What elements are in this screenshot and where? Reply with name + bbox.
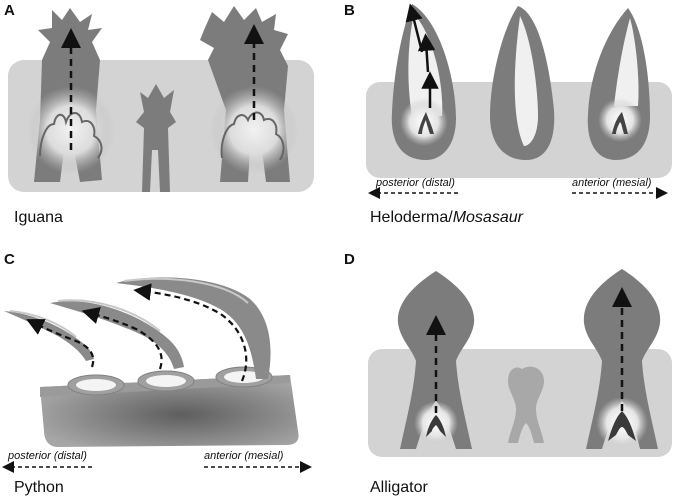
panel-d-alligator: D Alligator <box>340 251 680 502</box>
panel-letter: C <box>4 251 15 268</box>
panel-letter: D <box>344 251 355 268</box>
replacement-tooth <box>612 112 628 134</box>
species-label: Python <box>14 479 64 496</box>
replacement-arrow <box>417 33 436 73</box>
panel-letter: A <box>4 2 15 19</box>
pulp-cavity <box>514 16 538 146</box>
replacement-tooth <box>418 112 434 134</box>
recurved-tooth <box>50 301 184 369</box>
species-label: Heloderma/Mosasaur <box>370 209 523 226</box>
pulp-cavity <box>408 14 443 116</box>
replacement-tooth <box>608 411 636 441</box>
tooth-highlight <box>123 277 249 304</box>
tooth-highlight <box>57 299 161 332</box>
recurved-tooth <box>116 277 271 379</box>
replacement-arrow <box>81 306 163 370</box>
alligator-teeth-diagram <box>368 269 672 457</box>
python-teeth-diagram <box>2 277 312 473</box>
replacement-arrow <box>133 283 248 382</box>
resorption-pit <box>27 86 115 174</box>
species-label: Alligator <box>370 479 428 496</box>
posterior-direction-label: posterior (distal) <box>8 450 87 462</box>
panel-a-iguana: A Iguana <box>0 0 340 251</box>
replacement-tooth <box>220 111 285 161</box>
tooth-highlight <box>9 310 77 338</box>
anterior-direction-label: anterior (mesial) <box>204 450 284 462</box>
small-tooth <box>136 84 176 192</box>
heloderma-teeth-diagram <box>366 3 672 199</box>
recurved-tooth <box>4 311 94 361</box>
panel-letter: B <box>344 2 355 19</box>
tooth-socket-pulp <box>76 379 116 391</box>
iguana-teeth-diagram <box>8 6 314 192</box>
species-label: Iguana <box>14 209 63 226</box>
panel-b-heloderma: B <box>340 0 680 251</box>
posterior-direction-label: posterior (distal) <box>376 177 455 189</box>
replacement-tooth <box>39 112 103 159</box>
anterior-direction-label: anterior (mesial) <box>572 177 652 189</box>
pulp-cavity <box>614 18 639 106</box>
panel-c-python: C poste <box>0 251 340 502</box>
resorption-pit <box>210 86 298 174</box>
replacement-tooth <box>426 415 446 437</box>
replacement-arrow <box>26 319 95 368</box>
tooth-socket-pulp <box>146 375 186 387</box>
small-tooth <box>508 366 544 443</box>
